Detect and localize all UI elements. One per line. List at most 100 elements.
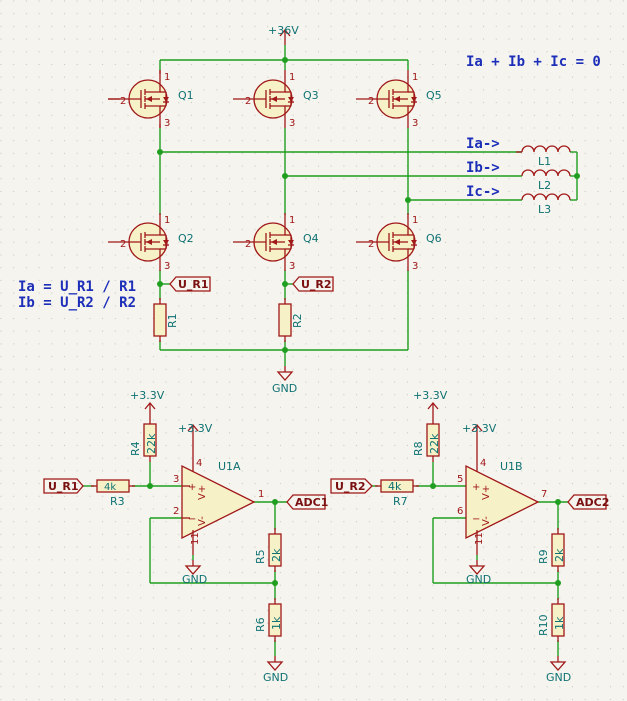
svg-text:GND: GND (182, 573, 207, 586)
svg-text:22k: 22k (428, 433, 441, 454)
q5-label: Q5 (426, 89, 442, 102)
svg-text:V-: V- (197, 516, 208, 526)
svg-text:R6: R6 (254, 617, 267, 632)
svg-text:1: 1 (289, 215, 295, 226)
svg-text:5: 5 (457, 474, 463, 485)
svg-text:2: 2 (173, 506, 179, 517)
svg-text:L1: L1 (538, 155, 551, 168)
net-label-adc2: ADC2 (567, 494, 609, 510)
svg-text:V+: V+ (197, 485, 208, 500)
svg-text:GND: GND (546, 671, 571, 684)
amp2-wires (372, 462, 568, 656)
net-label-u-r2-top: U_R2 (292, 276, 334, 292)
svg-text:2: 2 (120, 96, 126, 107)
power-33v-amp1: +3.3V (178, 422, 213, 441)
svg-text:2: 2 (368, 239, 374, 250)
resistor-r10: 1k R10 (537, 597, 566, 643)
svg-text:2: 2 (245, 239, 251, 250)
ib-equation: Ib = U_R2 / R2 (18, 295, 136, 311)
power-33v-amp2: +3.3V (462, 422, 497, 441)
svg-text:22k: 22k (145, 433, 158, 454)
q1-label: Q1 (178, 89, 194, 102)
ia-equation: Ia = U_R1 / R1 (18, 279, 136, 295)
svg-text:ADC1: ADC1 (295, 496, 328, 509)
svg-text:L3: L3 (538, 203, 551, 216)
power-36v-label: +36V (268, 24, 299, 37)
svg-text:V-: V- (481, 516, 492, 526)
svg-text:GND: GND (263, 671, 288, 684)
svg-text:1: 1 (412, 215, 418, 226)
svg-text:2: 2 (245, 96, 251, 107)
kcl-equation: Ia + Ib + Ic = 0 (466, 54, 601, 70)
svg-text:−: − (472, 514, 480, 525)
inductor-l1: L1 (516, 145, 571, 168)
svg-text:1: 1 (289, 72, 295, 83)
power-33v-amp1-r4: +3.3V (130, 389, 165, 419)
svg-text:2: 2 (368, 96, 374, 107)
q3-label: Q3 (303, 89, 319, 102)
svg-text:R10: R10 (537, 614, 550, 636)
svg-text:2k: 2k (553, 548, 566, 562)
svg-text:7: 7 (541, 489, 547, 500)
svg-text:4k: 4k (104, 482, 116, 493)
net-label-u-r1-amp: U_R1 (43, 478, 84, 494)
junction-dots (157, 57, 580, 353)
svg-text:+3.3V: +3.3V (130, 389, 165, 402)
resistor-r3: 4k R3 (90, 479, 136, 508)
q4-label: Q4 (303, 232, 319, 245)
u1b-label: U1B (500, 460, 523, 473)
current-ia-label: Ia-> (466, 136, 500, 152)
svg-text:4: 4 (480, 458, 486, 469)
svg-text:1: 1 (164, 215, 170, 226)
svg-text:4: 4 (196, 458, 202, 469)
svg-text:+: + (188, 482, 196, 493)
opamp-u1b: + − V+ V- 5 6 4 11 7 U1B (457, 440, 547, 555)
mosfet-q5: 2 1 3 Q5 (355, 69, 442, 129)
svg-text:11: 11 (190, 532, 201, 545)
current-ic-label: Ic-> (466, 184, 500, 200)
svg-text:3: 3 (412, 261, 418, 272)
svg-text:V+: V+ (481, 485, 492, 500)
svg-text:U_R1: U_R1 (48, 480, 79, 493)
svg-text:R1: R1 (166, 313, 179, 328)
resistor-r6: 1k R6 (254, 597, 283, 643)
resistor-r4: 22k R4 (129, 417, 158, 463)
q6-label: Q6 (426, 232, 442, 245)
inductor-l3: L3 (521, 193, 571, 216)
svg-text:R4: R4 (129, 441, 142, 456)
mosfet-q3: 2 1 3 Q3 (232, 69, 319, 129)
mosfet-q4: 2 1 3 Q4 (232, 212, 319, 272)
u1a-label: U1A (218, 460, 241, 473)
mosfet-q6: 2 1 3 Q6 (355, 212, 442, 272)
svg-text:L2: L2 (538, 179, 551, 192)
svg-text:3: 3 (289, 118, 295, 129)
current-ib-label: Ib-> (466, 160, 500, 176)
svg-text:R5: R5 (254, 549, 267, 564)
ground-amp1: GND (263, 655, 288, 684)
svg-text:GND: GND (466, 573, 491, 586)
svg-text:U_R1: U_R1 (178, 278, 209, 291)
net-label-u-r2-amp: U_R2 (330, 478, 373, 494)
resistor-r2: R2 (278, 297, 304, 343)
ground-amp1-supply: GND (182, 559, 207, 586)
svg-text:ADC2: ADC2 (576, 496, 609, 509)
svg-text:4k: 4k (388, 480, 402, 493)
svg-text:R3: R3 (110, 495, 125, 508)
net-label-adc1: ADC1 (286, 494, 328, 510)
svg-text:3: 3 (164, 261, 170, 272)
svg-text:3: 3 (412, 118, 418, 129)
svg-text:R8: R8 (412, 441, 425, 456)
net-label-u-r1-top: U_R1 (169, 276, 211, 292)
resistor-r5: 2k R5 (254, 527, 283, 573)
resistor-r8: 22k R8 (412, 417, 441, 463)
ground-amp2: GND (546, 655, 571, 684)
svg-text:1k: 1k (553, 616, 566, 630)
svg-text:−: − (188, 514, 196, 525)
power-33v-amp2-r8: +3.3V (413, 389, 448, 419)
svg-text:11: 11 (474, 532, 485, 545)
mosfet-q2: 2 1 3 Q2 (107, 212, 194, 272)
svg-text:1: 1 (164, 72, 170, 83)
svg-text:+3.3V: +3.3V (462, 422, 497, 435)
